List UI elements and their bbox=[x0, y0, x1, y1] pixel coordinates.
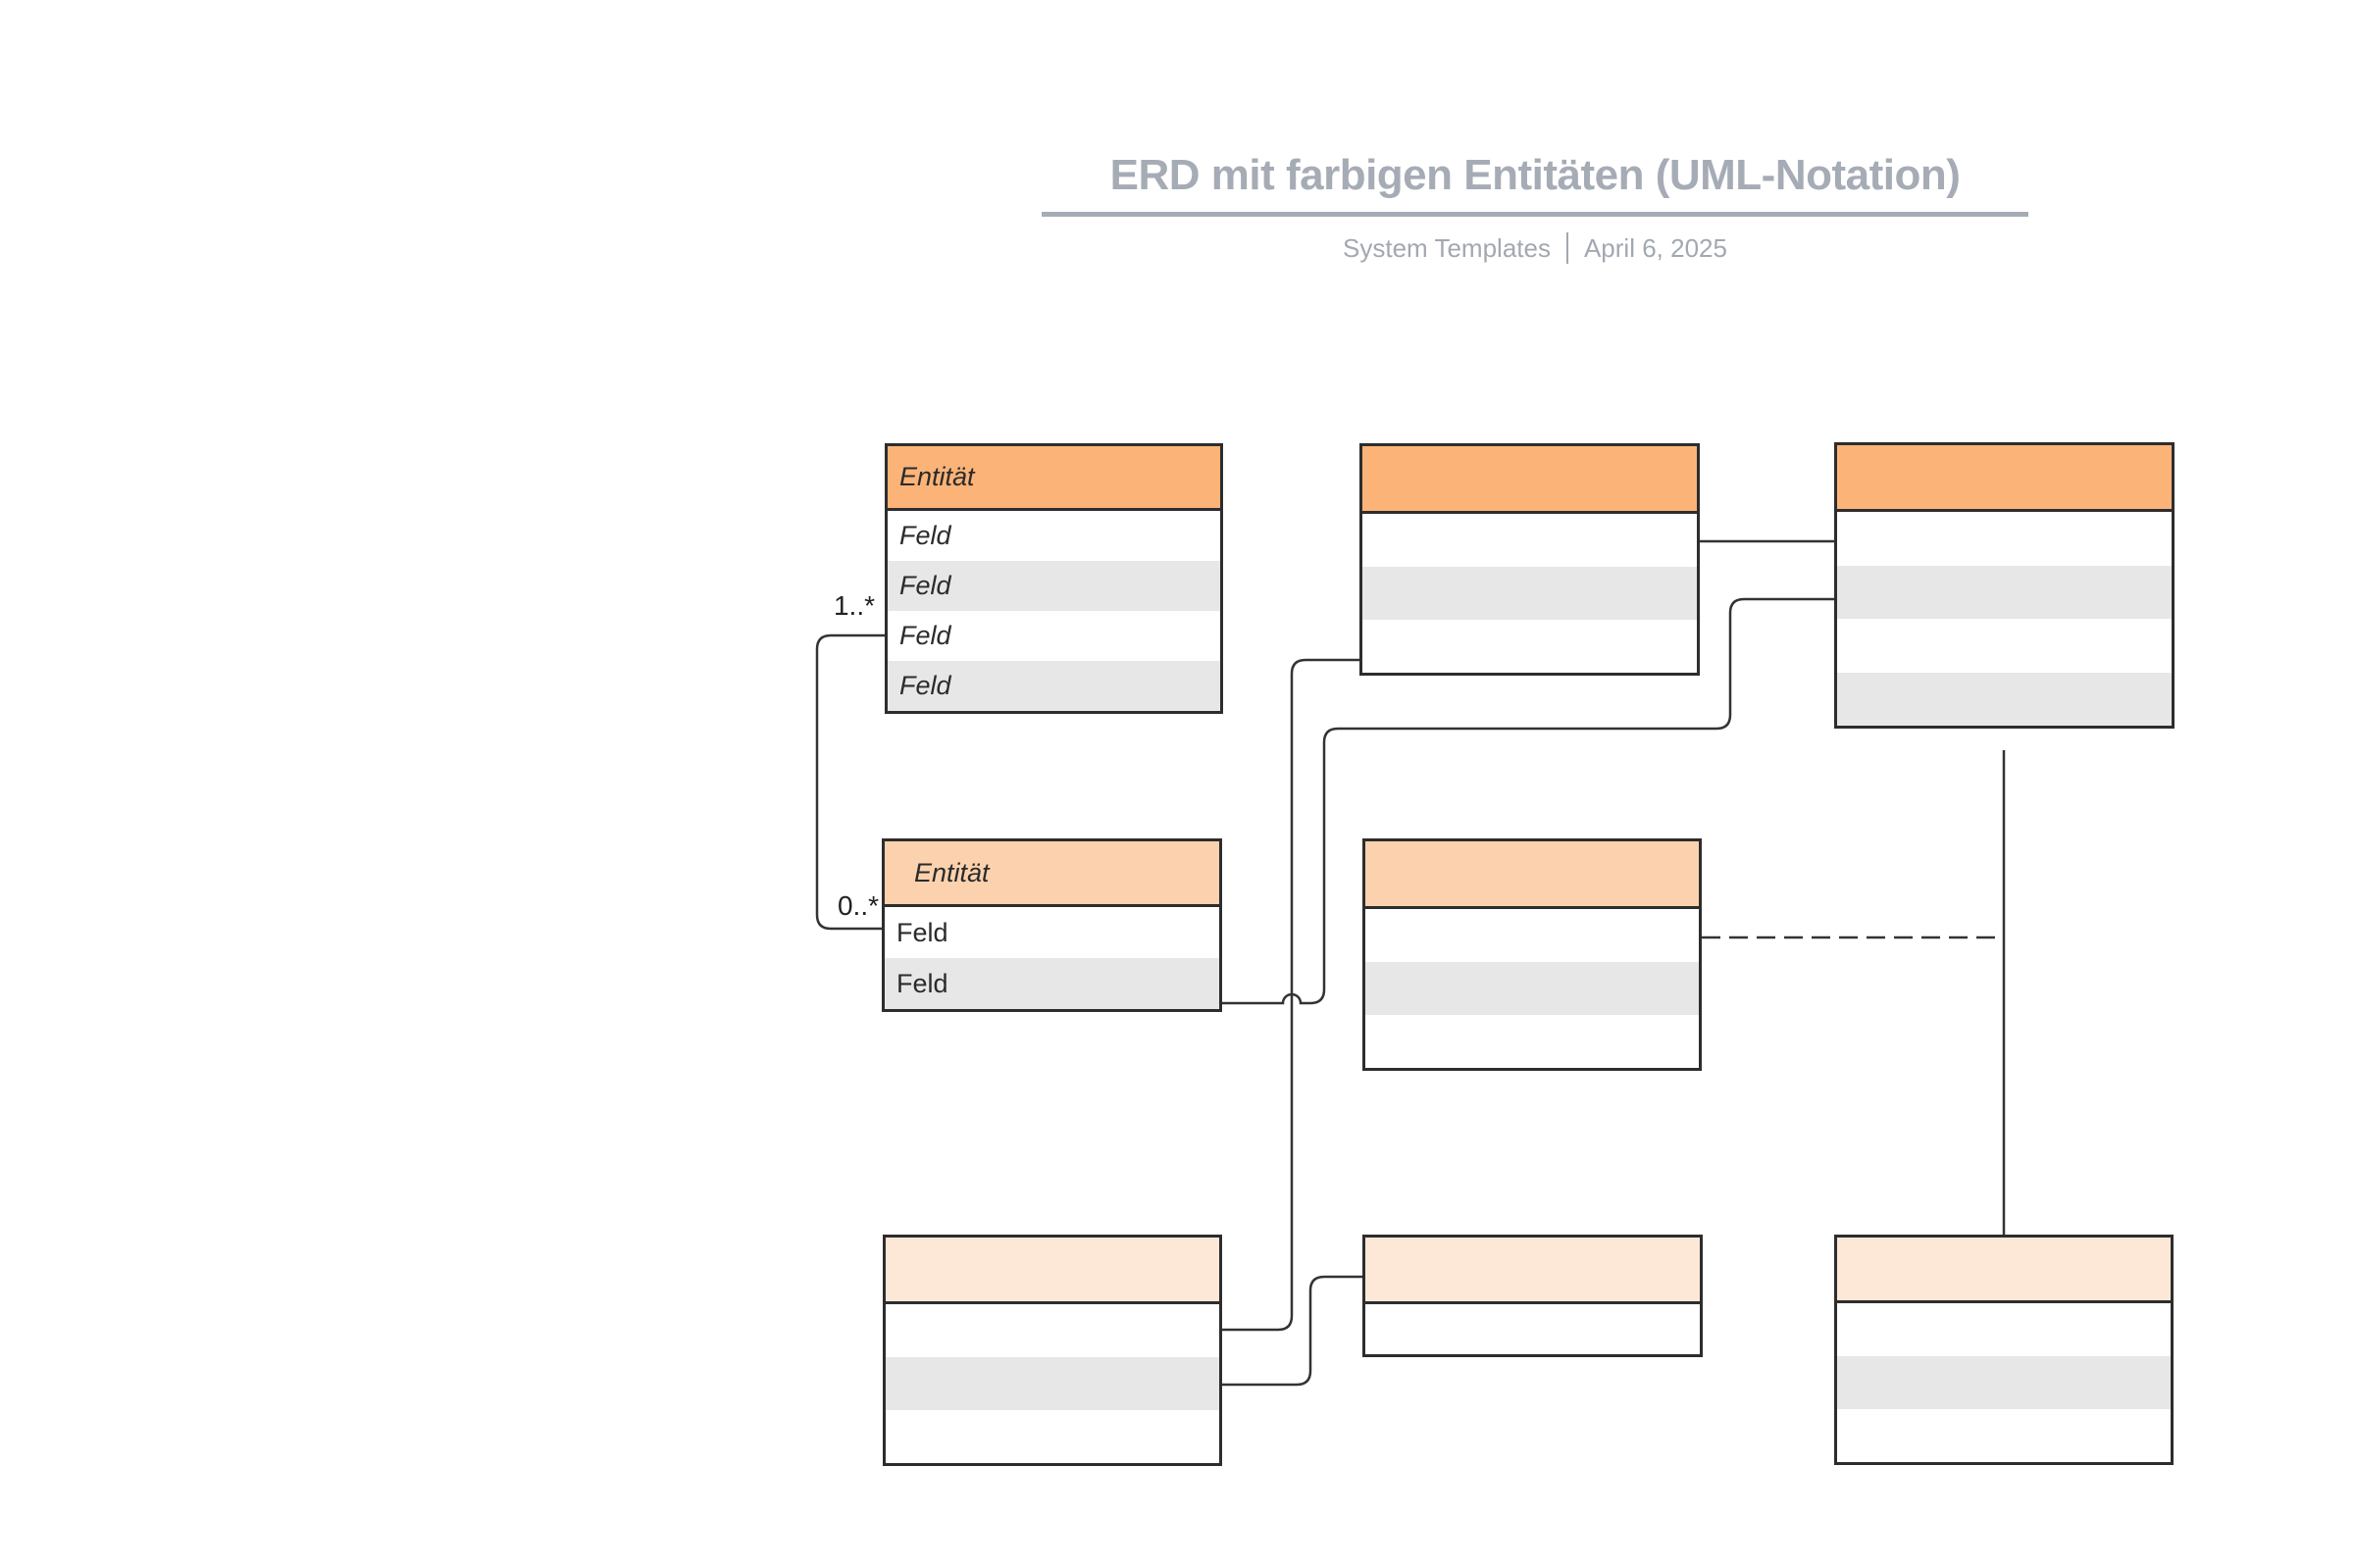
entity-header bbox=[886, 1238, 1219, 1304]
entity-field: Feld bbox=[896, 917, 948, 947]
entity-field bbox=[1362, 567, 1697, 620]
cardinality-label-zero-to-many: 0..* bbox=[837, 890, 879, 921]
meta-source: System Templates bbox=[1343, 232, 1551, 263]
entity-middle-left[interactable]: Entität Feld Feld bbox=[882, 838, 1222, 1012]
entity-field bbox=[1837, 1303, 2171, 1356]
entity-header: Entität bbox=[888, 446, 1220, 511]
connector-topmiddle-bottomleft bbox=[1222, 658, 1359, 1332]
entity-top-left[interactable]: Entität Feld Feld Feld Feld bbox=[885, 443, 1223, 714]
connector-topleft-middleleft bbox=[815, 633, 885, 931]
entity-field bbox=[1837, 672, 2172, 726]
entity-bottom-right[interactable] bbox=[1834, 1235, 2174, 1465]
title-block: ERD mit farbigen Entitäten (UML-Notation… bbox=[1042, 149, 2028, 264]
entity-bottom-middle[interactable] bbox=[1362, 1235, 1703, 1357]
entity-field bbox=[886, 1304, 1219, 1357]
entity-title: Entität bbox=[914, 857, 990, 887]
subtitle: System Templates April 6, 2025 bbox=[1042, 232, 2028, 264]
entity-field bbox=[1365, 962, 1699, 1015]
entity-title: Entität bbox=[899, 462, 975, 491]
entity-header bbox=[1837, 445, 2172, 512]
entity-field bbox=[1365, 909, 1699, 962]
entity-field bbox=[886, 1357, 1219, 1410]
entity-header: Entität bbox=[885, 841, 1219, 907]
entity-field: Feld bbox=[899, 621, 951, 650]
title-underline bbox=[1042, 212, 2028, 217]
entity-field bbox=[1837, 512, 2172, 566]
entity-field bbox=[1837, 565, 2172, 619]
meta-date: April 6, 2025 bbox=[1583, 232, 1727, 263]
entity-field bbox=[886, 1410, 1219, 1463]
entity-field: Feld bbox=[885, 958, 1219, 1009]
entity-header bbox=[1365, 1238, 1700, 1304]
connector-bottomleft-bottommiddle bbox=[1222, 1275, 1362, 1387]
entity-field: Feld bbox=[888, 561, 1220, 611]
entity-middle-center[interactable] bbox=[1362, 838, 1702, 1071]
entity-field: Feld bbox=[899, 521, 951, 550]
entity-header bbox=[1362, 446, 1697, 514]
entity-header bbox=[1837, 1238, 2171, 1303]
entity-top-right[interactable] bbox=[1834, 442, 2175, 729]
entity-header bbox=[1365, 841, 1699, 909]
entity-top-middle[interactable] bbox=[1359, 443, 1700, 676]
cardinality-label-one-to-many: 1..* bbox=[833, 590, 875, 621]
entity-field bbox=[1837, 1409, 2171, 1462]
page-title: ERD mit farbigen Entitäten (UML-Notation… bbox=[1109, 151, 1961, 199]
entity-field bbox=[1362, 620, 1697, 673]
entity-field bbox=[1362, 514, 1697, 567]
entity-field bbox=[1837, 619, 2172, 673]
entity-bottom-left[interactable] bbox=[883, 1235, 1222, 1466]
entity-field bbox=[1837, 1356, 2171, 1409]
entity-field: Feld bbox=[888, 661, 1220, 711]
meta-separator bbox=[1565, 232, 1568, 264]
entity-field bbox=[1365, 1304, 1700, 1354]
entity-field bbox=[1365, 1015, 1699, 1068]
